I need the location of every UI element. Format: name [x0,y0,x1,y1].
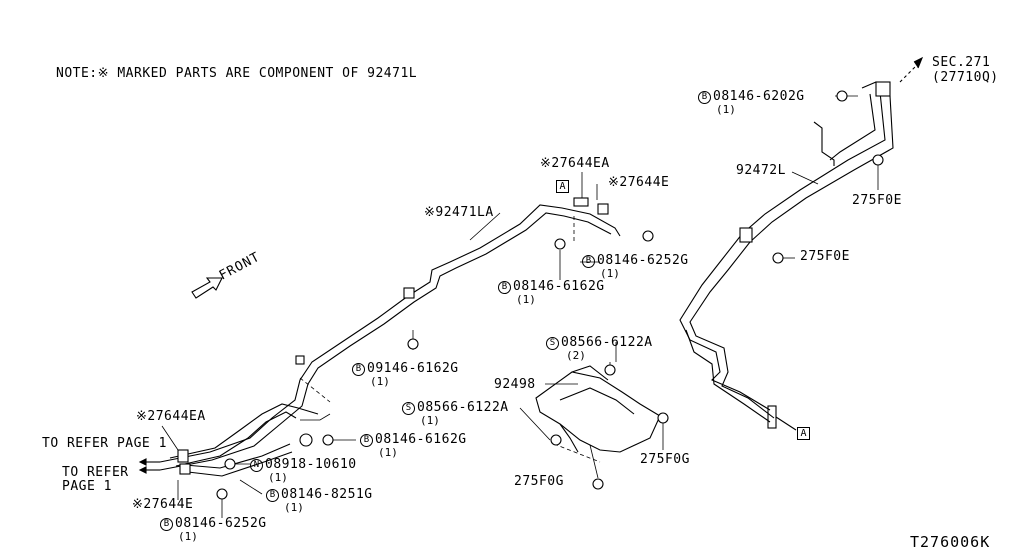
pipe-92472L [679,91,894,431]
label-refer-page-1: TO REFER PAGE 1 [42,436,167,451]
label-sec271: SEC.271 [932,55,991,70]
label-27644EA-top: ※27644EA [540,156,610,171]
qty-08566-6122A-b: (1) [420,414,440,427]
qty-08146-6162G-a: (1) [516,293,536,306]
front-arrow [191,277,223,299]
pipe-92471LA [159,204,621,477]
bolt-symbol-icon: B [498,281,511,294]
note-text: NOTE:※ MARKED PARTS ARE COMPONENT OF 924… [56,66,418,81]
label-27644E-top: ※27644E [608,175,670,190]
bolt-symbol-icon: B [360,434,373,447]
nut-symbol-icon: N [250,459,263,472]
qty-08566-6122A-a: (2) [566,349,586,362]
label-sec271-sub: (27710Q) [932,70,999,85]
bolt-symbol-icon: B [582,255,595,268]
label-275F0E-top: 275F0E [852,193,902,208]
qty-08146-6162G-b: (1) [378,446,398,459]
front-label: FRONT [217,250,263,284]
label-92498: 92498 [494,377,536,392]
marker-A-right: A [797,427,810,440]
bolt-symbol-icon: B [352,363,365,376]
label-refer-b: PAGE 1 [62,479,112,494]
qty-08146-6252G-bottom: (1) [178,530,198,543]
label-27644E-bottom: ※27644E [132,497,194,512]
clamp-markers [177,81,891,475]
label-92471LA: ※92471LA [424,205,494,220]
screw-symbol-icon: S [402,402,415,415]
label-275F0E-mid: 275F0E [800,249,850,264]
qty-08146-6202G: (1) [716,103,736,116]
leader-lines [161,95,879,518]
marker-A-top: A [556,180,569,193]
qty-09146-6162G: (1) [370,375,390,388]
label-275F0G-bottom: 275F0G [514,474,564,489]
label-92472L: 92472L [736,163,786,178]
screw-symbol-icon: S [546,337,559,350]
qty-08146-6252G-top: (1) [600,267,620,280]
bolt-symbol-icon: B [266,489,279,502]
bracket-top [813,81,885,166]
label-27644EA-bottom: ※27644EA [136,409,206,424]
diagram-reference-code: T276006K [910,533,991,551]
bolt-symbol-icon: B [160,518,173,531]
qty-08918-10610: (1) [268,471,288,484]
label-275F0G-right: 275F0G [640,452,690,467]
protector-92498 [535,365,661,453]
qty-08146-8251G: (1) [284,501,304,514]
bolt-symbol-icon: B [698,91,711,104]
label-refer-a: TO REFER [62,465,129,480]
bolts [216,90,884,500]
